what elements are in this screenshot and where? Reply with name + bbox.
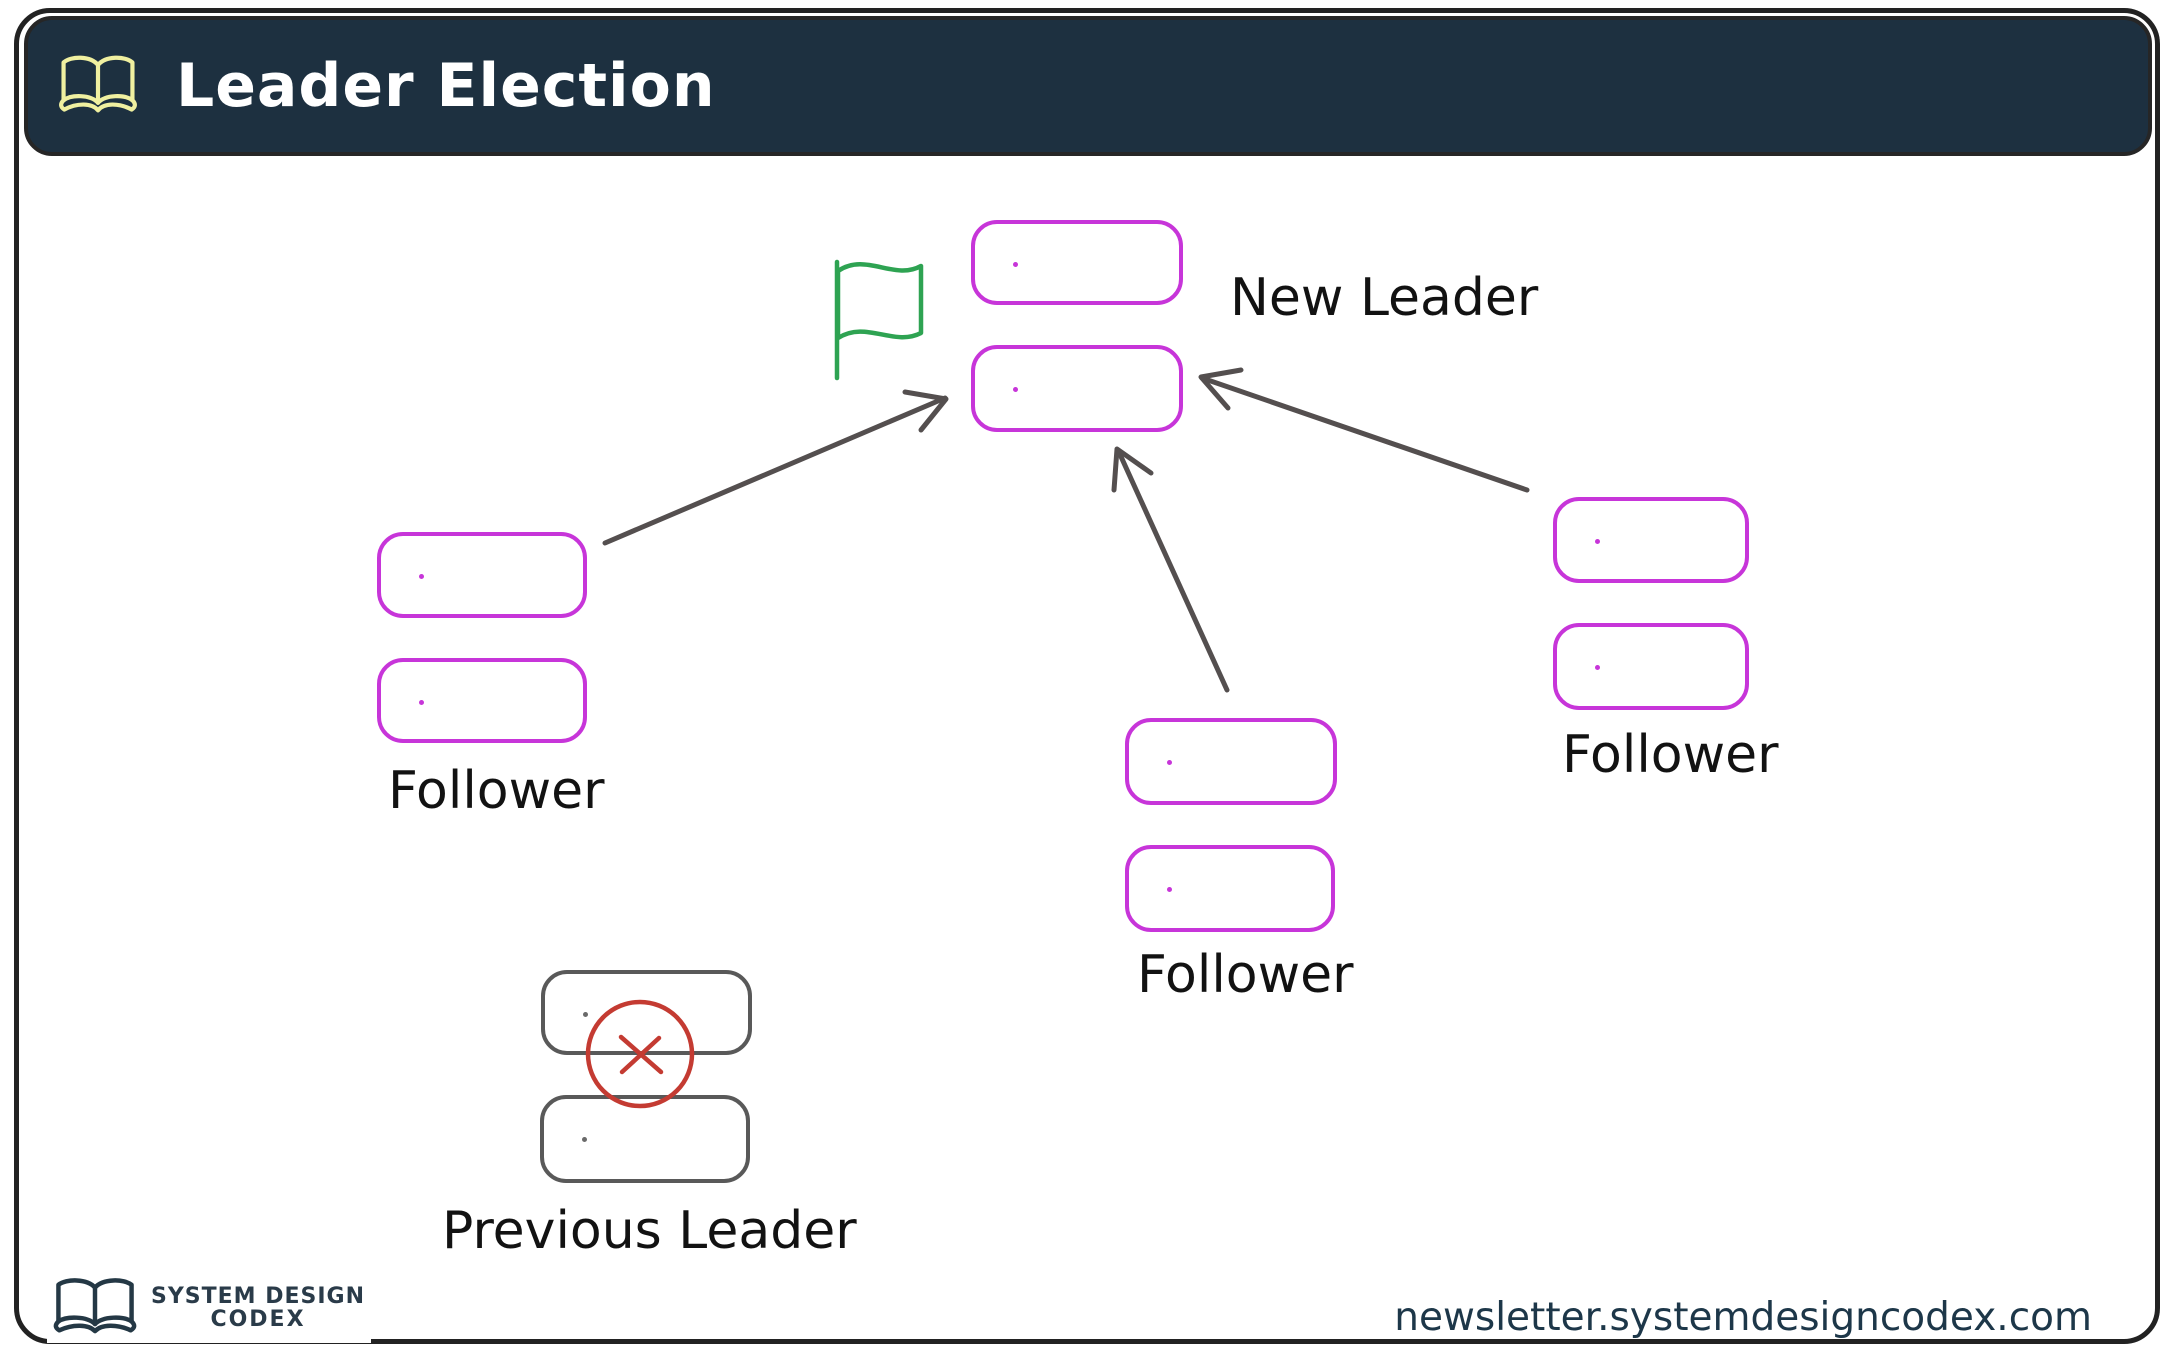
logo-book-icon (53, 1278, 137, 1334)
follower-right-box-2 (1553, 623, 1749, 710)
previous-leader-box-2 (540, 1095, 750, 1183)
new-leader-box-1 (971, 220, 1183, 305)
logo: SYSTEM DESIGN CODEX (47, 1273, 371, 1343)
follower-middle-box-2 (1125, 845, 1335, 932)
node-dot (1013, 387, 1018, 392)
previous-leader-box-1 (541, 970, 752, 1055)
logo-line-1: SYSTEM DESIGN (151, 1283, 365, 1309)
follower-middle-box-1 (1125, 718, 1337, 805)
logo-line-2: CODEX (210, 1306, 306, 1332)
node-dot (1595, 539, 1600, 544)
node-dot (419, 574, 424, 579)
node-dot (1167, 760, 1172, 765)
new-leader-box-2 (971, 345, 1183, 432)
node-dot (583, 1012, 588, 1017)
node-dot (582, 1137, 587, 1142)
follower-left-box-1 (377, 532, 587, 618)
logo-text: SYSTEM DESIGN CODEX (151, 1283, 365, 1332)
node-dot (1595, 665, 1600, 670)
follower-left-label: Follower (388, 761, 605, 821)
header: Leader Election (24, 16, 2152, 156)
follower-right-box-1 (1553, 497, 1749, 583)
open-book-icon (59, 55, 137, 113)
node-dot (1013, 262, 1018, 267)
page-card: Leader Election New Leader Follower Foll… (14, 8, 2160, 1344)
page-title: Leader Election (176, 51, 716, 121)
follower-middle-label: Follower (1137, 945, 1354, 1005)
previous-leader-label: Previous Leader (442, 1201, 857, 1261)
follower-right-label: Follower (1562, 725, 1779, 785)
node-dot (1167, 887, 1172, 892)
new-leader-label: New Leader (1230, 268, 1539, 328)
newsletter-url: newsletter.systemdesigncodex.com (1394, 1295, 2092, 1340)
follower-left-box-2 (377, 658, 587, 743)
node-dot (419, 700, 424, 705)
